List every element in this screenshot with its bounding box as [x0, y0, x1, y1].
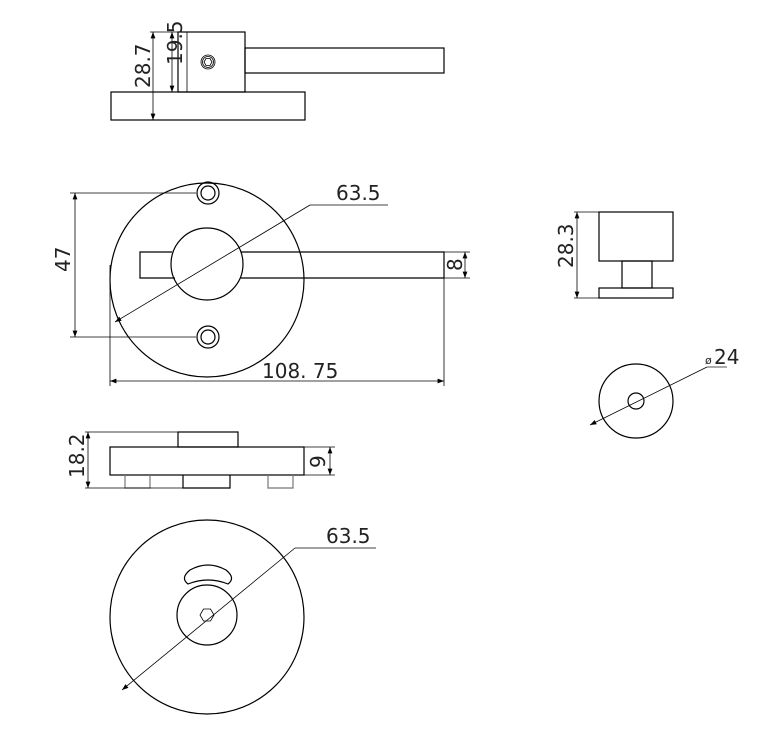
dim-18-2: 18.2 [65, 433, 89, 478]
lever [139, 251, 445, 279]
dim-63-5: 63.5 [336, 181, 381, 205]
front-view: 47 8 108. 75 63.5 [51, 181, 470, 386]
hex-socket-icon [199, 608, 215, 622]
dim-8: 8 [443, 258, 467, 271]
dim-28-7: 28.7 [131, 43, 155, 88]
knob-side-view: 28.3 [554, 211, 674, 299]
hub [170, 227, 244, 301]
dim-47: 47 [51, 247, 75, 272]
lever-arm [244, 47, 445, 74]
lever-block [177, 31, 246, 93]
top-view: 28.7 19.5 [110, 20, 445, 121]
indicator-slot [183, 564, 233, 585]
screw-icon [200, 54, 216, 70]
side-view: 18.2 9 [65, 431, 335, 489]
dim-108-75: 108. 75 [262, 359, 338, 383]
knob-top-view: ø 24 [589, 345, 739, 439]
base-plate [110, 91, 306, 121]
dim-24: 24 [714, 345, 739, 369]
dim-28-3: 28.3 [554, 223, 578, 268]
diameter-symbol: ø [705, 354, 712, 367]
dim-19-5: 19.5 [163, 20, 187, 65]
dim-63-5-rear: 63.5 [326, 524, 371, 548]
rear-view: 63.5 [109, 519, 376, 715]
dim-9: 9 [306, 455, 330, 468]
